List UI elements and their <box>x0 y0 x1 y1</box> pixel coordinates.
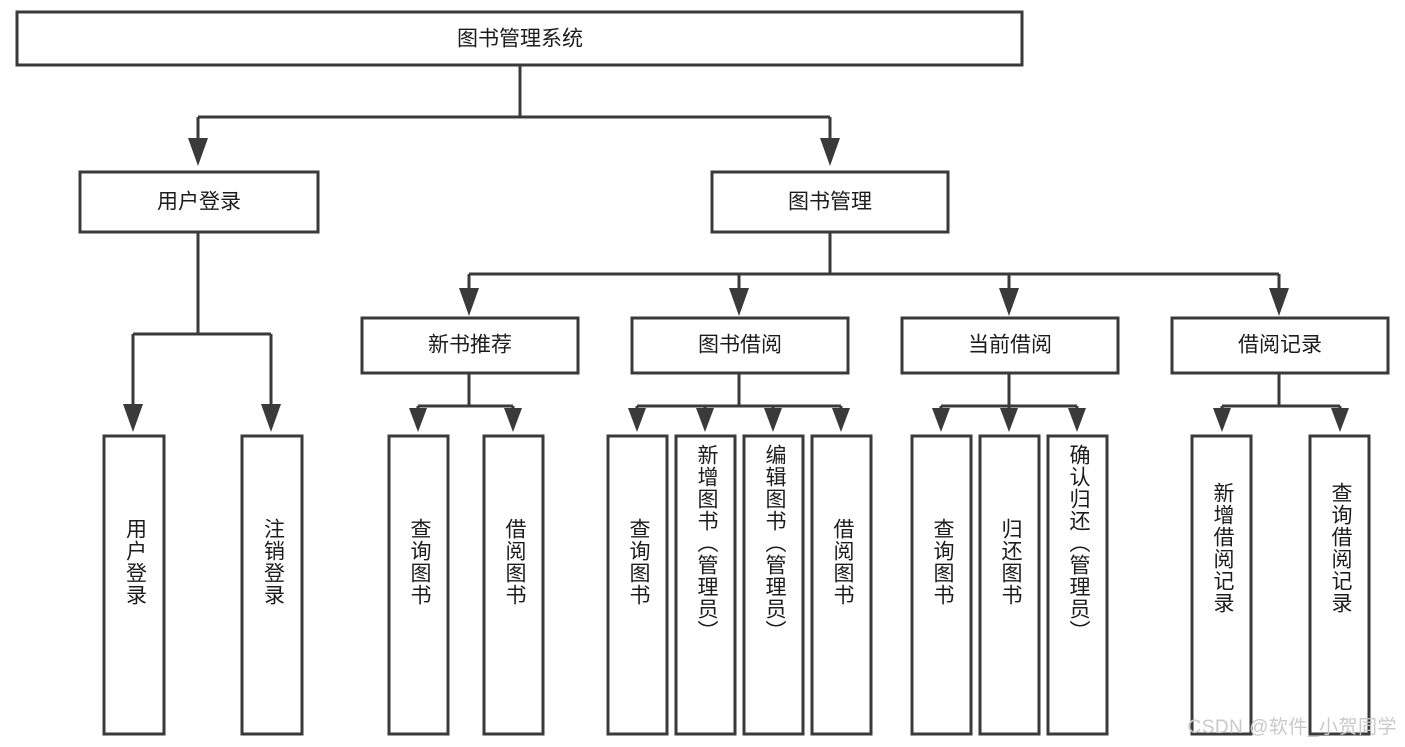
arrow-head-book-manage-child-2 <box>999 288 1019 316</box>
node-book-manage[interactable]: 图书管理 <box>710 170 950 234</box>
node-borrow-record-label: 借阅记录 <box>1238 334 1322 357</box>
connectors-borrow-record-children <box>1213 373 1349 432</box>
node-current-borrow-label: 当前借阅 <box>968 334 1052 357</box>
node-user-login-label: 用户登录 <box>157 191 241 214</box>
node-new-book-recommend[interactable]: 新书推荐 <box>360 316 580 375</box>
arrow-head-user-login-child-1 <box>261 404 281 432</box>
leaf-box-current-borrow-0[interactable] <box>910 434 973 736</box>
node-user-login[interactable]: 用户登录 <box>78 170 320 234</box>
arrow-head-current-borrow-child-1 <box>1000 408 1018 432</box>
arrow-head-user-login <box>188 138 208 166</box>
leaf-box-current-borrow-1[interactable] <box>978 434 1041 736</box>
leaf-box-user-login-1[interactable] <box>240 434 304 736</box>
connectors-book-borrow-children <box>628 373 850 432</box>
node-root-box[interactable] <box>15 10 1024 67</box>
node-book-manage-label: 图书管理 <box>788 191 872 214</box>
node-new-book-recommend-label: 新书推荐 <box>428 334 512 357</box>
leaf-box-borrow-record-0[interactable] <box>1190 434 1253 736</box>
arrow-head-new-book-child-1 <box>504 408 522 432</box>
arrow-head-book-manage-child-0 <box>459 288 479 316</box>
arrow-head-book-manage-child-1 <box>729 288 749 316</box>
arrow-head-book-borrow-child-2 <box>764 408 782 432</box>
node-book-borrow-box[interactable] <box>630 316 850 375</box>
arrow-head-current-borrow-child-2 <box>1068 408 1086 432</box>
connectors-current-borrow-children <box>932 373 1086 432</box>
arrow-head-user-login-child-0 <box>123 404 143 432</box>
node-book-borrow-label: 图书借阅 <box>698 334 782 357</box>
connectors-book-manage-children <box>459 232 1289 316</box>
leaf-box-book-borrow-2[interactable] <box>742 434 805 736</box>
node-user-login-box[interactable] <box>78 170 320 234</box>
arrow-head-book-borrow-child-3 <box>832 408 850 432</box>
leaf-box-book-borrow-3[interactable] <box>810 434 873 736</box>
leaf-box-book-borrow-1[interactable] <box>674 434 737 736</box>
arrow-head-current-borrow-child-0 <box>932 408 950 432</box>
arrow-head-book-manage-child-3 <box>1269 288 1289 316</box>
leaf-box-current-borrow-2[interactable] <box>1046 434 1109 736</box>
leaf-box-new-book-0[interactable] <box>387 434 450 736</box>
node-book-borrow[interactable]: 图书借阅 <box>630 316 850 375</box>
arrow-head-borrow-record-child-1 <box>1331 408 1349 432</box>
node-borrow-record-box[interactable] <box>1170 316 1390 375</box>
node-current-borrow[interactable]: 当前借阅 <box>900 316 1120 375</box>
node-current-borrow-box[interactable] <box>900 316 1120 375</box>
node-root[interactable]: 图书管理系统 <box>15 10 1024 67</box>
connectors-user-login-children <box>123 232 281 432</box>
leaf-box-new-book-1[interactable] <box>482 434 545 736</box>
csdn-watermark: CSDN @软件_小贺同学 <box>1187 717 1397 738</box>
leaf-box-borrow-record-1[interactable] <box>1308 434 1371 736</box>
leaf-box-book-borrow-0[interactable] <box>606 434 669 736</box>
node-root-label: 图书管理系统 <box>457 28 583 51</box>
arrow-head-book-manage <box>820 138 840 166</box>
node-new-book-recommend-box[interactable] <box>360 316 580 375</box>
connectors-new-book-children <box>409 373 522 432</box>
node-book-manage-box[interactable] <box>710 170 950 234</box>
connectors-root-to-level1 <box>188 65 840 166</box>
arrow-head-borrow-record-child-0 <box>1213 408 1231 432</box>
node-borrow-record[interactable]: 借阅记录 <box>1170 316 1390 375</box>
arrow-head-book-borrow-child-1 <box>696 408 714 432</box>
arrow-head-book-borrow-child-0 <box>628 408 646 432</box>
leaf-box-user-login-0[interactable] <box>102 434 166 736</box>
arrow-head-new-book-child-0 <box>409 408 427 432</box>
